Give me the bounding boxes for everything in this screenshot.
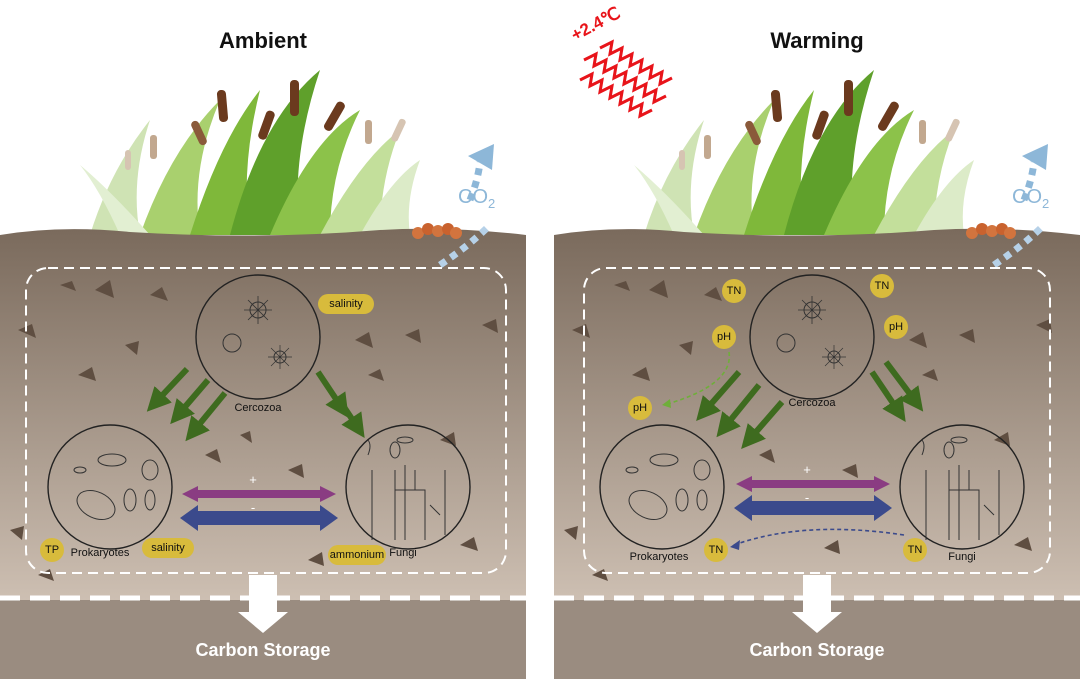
system-boundary <box>25 267 507 574</box>
soil-layer <box>0 228 526 600</box>
co2-arrow <box>1022 144 1048 170</box>
cercozoa-label: Cercozoa <box>788 397 836 409</box>
grass <box>80 70 420 235</box>
ph-effect-arrow <box>663 351 731 406</box>
cercozoa-circle <box>749 274 875 400</box>
negative-sign: - <box>250 500 256 515</box>
co2-label: CO2 <box>458 186 496 211</box>
factor-tn-prokaryotes: TN <box>704 538 728 562</box>
cercozoa-circle <box>195 274 321 400</box>
interaction-arrows <box>734 476 892 521</box>
factor-ph-prokaryotes: pH <box>628 396 652 420</box>
cercozoa-label: Cercozoa <box>234 402 282 414</box>
prokaryotes-circle <box>47 424 173 550</box>
co2-label: CO2 <box>1012 186 1050 211</box>
green-arrows <box>696 360 924 450</box>
grass <box>634 70 974 235</box>
co2-flux <box>438 222 493 268</box>
factor-tn-left: TN <box>722 279 746 303</box>
panel-warming: +2.4℃ Warming CO2 TN TN pH pH pH Cercozo… <box>554 0 1080 679</box>
fungi-circle <box>899 424 1025 550</box>
fungi-label: Fungi <box>948 551 976 563</box>
factor-tp: TP <box>40 538 64 562</box>
green-arrows <box>146 366 365 442</box>
fungi-label: Fungi <box>389 547 417 559</box>
positive-sign: + <box>803 462 811 477</box>
carbon-storage-label: Carbon Storage <box>195 640 331 660</box>
factor-ph-left: pH <box>712 325 736 349</box>
negative-sign: - <box>804 490 810 505</box>
factor-ammonium: ammonium <box>328 545 386 565</box>
interaction-arrows <box>180 486 338 531</box>
system-boundary <box>583 267 1051 574</box>
panel-title: Ambient <box>219 28 307 53</box>
factor-tn-right: TN <box>870 274 894 298</box>
prokaryotes-circle <box>599 424 725 550</box>
cattails <box>679 80 960 170</box>
cattails <box>125 80 406 170</box>
moss-patch <box>412 223 462 239</box>
prokaryotes-label: Prokaryotes <box>629 551 689 563</box>
storage-arrow <box>238 575 288 633</box>
moss-patch <box>966 223 1016 239</box>
storage-arrow <box>792 575 842 633</box>
tn-effect-arrow <box>733 528 905 546</box>
carbon-storage-label: Carbon Storage <box>749 640 885 660</box>
ambient-scene <box>0 70 526 679</box>
heat-waves <box>579 39 673 119</box>
warming-scene <box>554 39 1080 679</box>
factor-salinity-prokaryotes: salinity <box>142 538 194 558</box>
panel-title: Warming <box>770 28 864 53</box>
factor-ph-right: pH <box>884 315 908 339</box>
fungi-circle <box>345 424 471 550</box>
prokaryotes-label: Prokaryotes <box>70 547 130 559</box>
co2-arrow <box>468 144 494 170</box>
panel-ambient: Ambient CO2 salinity Cercozoa Prokaryote… <box>0 0 526 679</box>
co2-flux <box>992 222 1047 268</box>
factor-tn-fungi: TN <box>903 538 927 562</box>
factor-salinity-cercozoa: salinity <box>318 294 374 314</box>
positive-sign: + <box>249 472 257 487</box>
